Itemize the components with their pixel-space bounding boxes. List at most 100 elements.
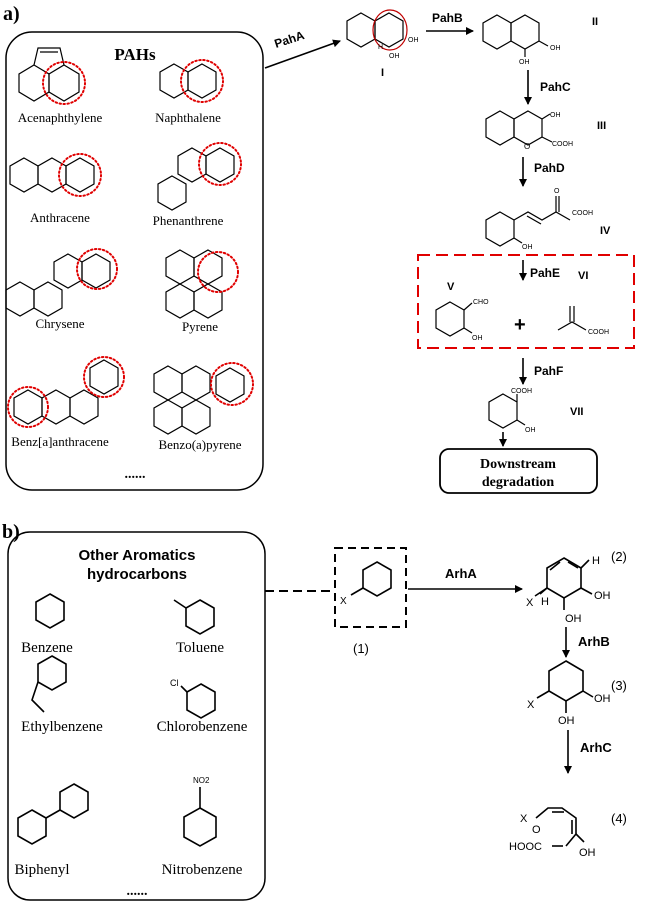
VII-oh-label: OH: [525, 427, 536, 434]
catechol-oh-label-1: OH: [594, 693, 611, 705]
VI-cooh-label: COOH: [588, 329, 609, 336]
benz-a-anthracene-structure: [7, 356, 125, 428]
intermediate-VI-label: VI: [578, 270, 588, 282]
plus-sign: +: [514, 314, 526, 336]
enzyme-pahd: PahD: [534, 161, 565, 175]
chrysene-structure: [5, 248, 118, 317]
intermediate-II-label: II: [592, 16, 598, 28]
compound-phenanthrene: Phenanthrene: [153, 213, 224, 228]
cleavage-x-label: X: [520, 813, 528, 825]
phenanthrene-structure: [157, 142, 242, 211]
downstream-line-1: Downstream: [480, 457, 556, 472]
enzyme-pahc: PahC: [540, 80, 571, 94]
compound-benzene: Benzene: [21, 640, 73, 656]
dihydrodiol-2-structure: [534, 557, 593, 610]
compound-chrysene: Chrysene: [35, 316, 84, 331]
step-3-label: (3): [611, 678, 627, 693]
other-aromatics-box: [7, 531, 266, 901]
intermediate-IV-label: IV: [600, 225, 611, 237]
catechol-3-structure: [536, 660, 594, 713]
chlorobenzene-cl-label: Cl: [170, 678, 179, 688]
step-2-label: (2): [611, 549, 627, 564]
IV-cooh-label: COOH: [572, 210, 593, 217]
arrow-paha: [264, 39, 341, 69]
compound-naphthalene: Naphthalene: [155, 110, 221, 125]
compound-benzo-a-pyrene: Benzo(a)pyrene: [158, 437, 241, 452]
compound-acenaphthylene: Acenaphthylene: [18, 110, 103, 125]
intermediate-I-label: I: [381, 67, 384, 79]
intermediate-IV-structure: [485, 196, 571, 247]
benzo-a-pyrene-structure: [153, 362, 254, 435]
intermediate-VI-structure: [557, 306, 587, 331]
downstream-box: [439, 448, 598, 494]
I-h-label: H: [378, 44, 383, 51]
compound-toluene: Toluene: [176, 640, 224, 656]
II-oh-label-1: OH: [550, 45, 561, 52]
other-aromatics-title-2: hydrocarbons: [87, 566, 187, 583]
III-cooh-label: COOH: [552, 141, 573, 148]
III-ring-o: O: [524, 142, 530, 151]
dihydrodiol-x-label: X: [526, 597, 534, 609]
catechol-x-label: X: [527, 699, 535, 711]
other-aromatics-title-1: Other Aromatics: [79, 547, 196, 564]
step-1-label: (1): [353, 641, 369, 656]
pahe-products-box: [417, 254, 635, 349]
intermediate-V-label: V: [447, 281, 455, 293]
substrate-1-x-label: X: [340, 596, 347, 607]
III-oh-label: OH: [550, 112, 561, 119]
catechol-oh-label-2: OH: [558, 715, 575, 727]
intermediate-III-structure: [485, 110, 553, 146]
VII-cooh-label: COOH: [511, 388, 532, 395]
panel-b-label: b): [2, 521, 20, 543]
V-cho-label: CHO: [473, 299, 489, 306]
intermediate-II-structure: [482, 14, 549, 57]
dihydrodiol-oh-label-1: OH: [594, 590, 611, 602]
enzyme-paha: PahA: [273, 28, 307, 51]
ethylbenzene-structure: [31, 655, 67, 713]
compound-pyrene: Pyrene: [182, 319, 218, 334]
acenaphthylene-structure: [18, 47, 86, 105]
V-oh-label: OH: [472, 335, 483, 342]
dihydrodiol-h-label-1: H: [592, 555, 600, 567]
downstream-line-2: degradation: [482, 475, 555, 490]
naphthalene-structure: [159, 59, 224, 103]
pah-box-title: PAHs: [114, 45, 156, 64]
toluene-structure: [173, 599, 215, 635]
compound-chlorobenzene: Chlorobenzene: [157, 719, 248, 735]
substrate-box: [334, 547, 407, 628]
compound-nitrobenzene: Nitrobenzene: [162, 862, 243, 878]
cleavage-hooc-label: HOOC: [509, 841, 542, 853]
enzyme-pahb: PahB: [432, 11, 463, 25]
pah-ellipsis: ......: [125, 467, 146, 482]
dihydrodiol-h-label-2: H: [541, 596, 549, 608]
enzyme-pahf: PahF: [534, 364, 563, 378]
intermediate-VII-label: VII: [570, 406, 583, 418]
enzyme-pahe: PahE: [530, 266, 560, 280]
compound-biphenyl: Biphenyl: [15, 862, 70, 878]
enzyme-arhb: ArhB: [578, 634, 610, 649]
benzene-structure: [35, 593, 65, 629]
compound-ethylbenzene: Ethylbenzene: [21, 719, 103, 735]
compound-anthracene: Anthracene: [30, 210, 90, 225]
nitrobenzene-no2-label: NO2: [193, 776, 210, 785]
intermediate-III-label: III: [597, 120, 606, 132]
IV-o-label: O: [554, 188, 560, 195]
pyrene-structure: [165, 249, 239, 319]
cleavage-o-label: O: [532, 824, 541, 836]
step-4-label: (4): [611, 811, 627, 826]
I-oh-label-1: OH: [408, 37, 419, 44]
cleavage-product-4-structure: [535, 807, 585, 847]
enzyme-arhc: ArhC: [580, 740, 612, 755]
IV-oh-label: OH: [522, 244, 533, 251]
intermediate-VII-structure: [488, 393, 526, 429]
biphenyl-structure: [17, 783, 89, 845]
intermediate-I-structure: [346, 9, 408, 51]
cleavage-oh-label: OH: [579, 847, 596, 859]
nitrobenzene-structure: [183, 787, 217, 847]
intermediate-V-structure: [435, 301, 473, 337]
chlorobenzene-structure: [180, 683, 216, 719]
pah-box: [5, 31, 264, 491]
I-oh-label-2: OH: [389, 53, 400, 60]
